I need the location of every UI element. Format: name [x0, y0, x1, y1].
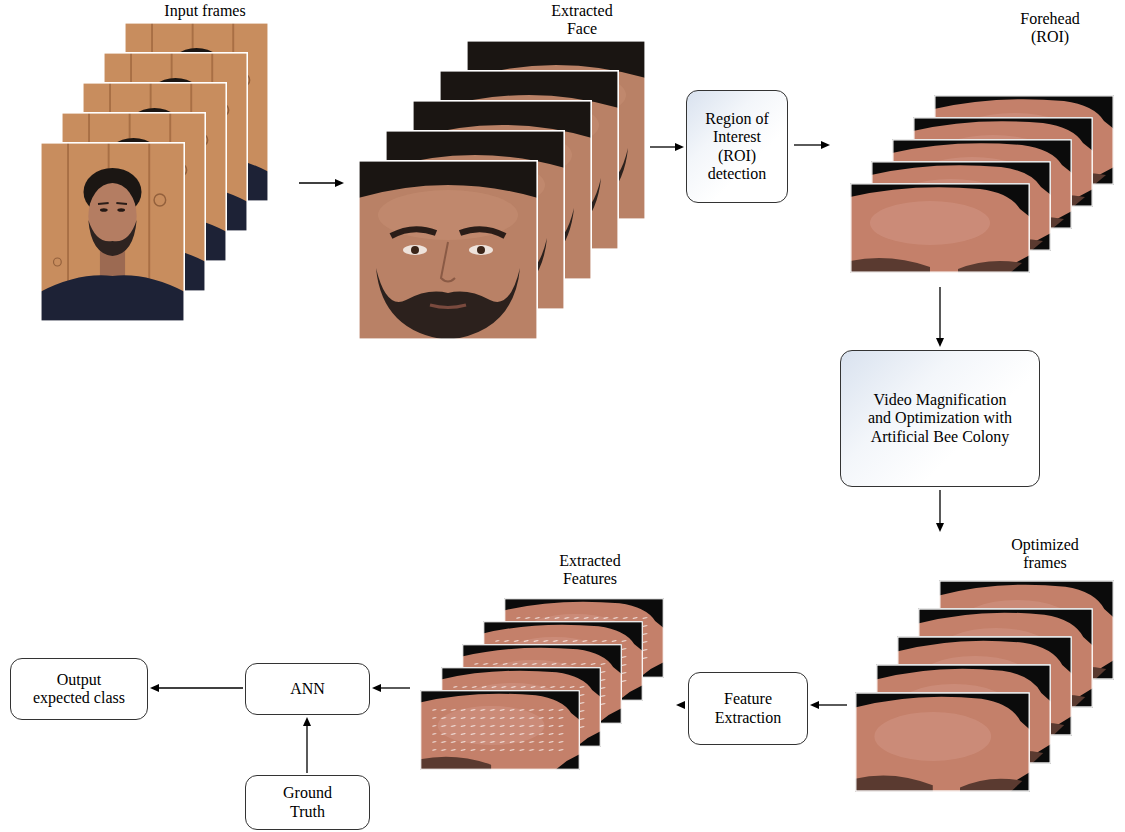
stack-heading: Forehead (ROI)	[1015, 10, 1085, 47]
process-box: Ground Truth	[245, 775, 370, 830]
heading-holder: Input frames	[145, 2, 265, 20]
arrow-head	[936, 338, 944, 347]
box-label: Region of Interest (ROI) detection	[699, 110, 775, 184]
process-box: ANN	[245, 663, 370, 715]
arrow-connector	[936, 287, 944, 347]
arrow-line	[939, 490, 940, 524]
stack-heading: Optimized frames	[1008, 536, 1083, 573]
process-box: Video Magnification and Optimization wit…	[840, 350, 1040, 487]
arrow-line	[158, 687, 243, 688]
process-box: Output expected class	[10, 658, 148, 720]
image-stack: Optimized frames	[855, 580, 1114, 792]
image-stack: Input frames	[40, 22, 269, 322]
process-box: Region of Interest (ROI) detection	[686, 90, 788, 203]
heading-holder: Forehead (ROI)	[1015, 10, 1085, 47]
arrow-line	[380, 687, 410, 688]
arrow-connector	[299, 179, 344, 187]
arrow-line	[650, 146, 676, 147]
image-stack: Extracted Features	[420, 598, 664, 770]
arrow-connector	[372, 684, 410, 692]
face-frame-stack	[358, 40, 646, 340]
arrow-connector	[650, 143, 684, 151]
box-label: Ground Truth	[271, 784, 344, 821]
arrow-head	[821, 141, 830, 149]
arrow-head	[810, 701, 819, 709]
box-label: Feature Extraction	[703, 690, 793, 727]
arrow-line	[306, 725, 307, 773]
process-box: Feature Extraction	[688, 672, 808, 745]
arrow-line	[299, 182, 336, 183]
arrow-line	[818, 704, 847, 705]
forehead-frame-stack	[850, 95, 1114, 273]
box-label: ANN	[290, 680, 325, 698]
image-stack: Forehead (ROI)	[850, 95, 1114, 273]
arrow-connector	[936, 490, 944, 532]
arrow-head	[936, 523, 944, 532]
heading-holder: Optimized frames	[1008, 536, 1083, 573]
arrow-connector	[794, 141, 830, 149]
arrow-head	[676, 701, 685, 709]
input-frame-stack	[40, 22, 269, 322]
arrow-head	[335, 179, 344, 187]
arrow-head	[303, 717, 311, 726]
box-label: Output expected class	[30, 671, 128, 708]
stack-heading: Input frames	[145, 2, 265, 20]
stack-heading: Extracted Face	[547, 2, 617, 39]
arrow-head	[675, 143, 684, 151]
heading-holder: Extracted Features	[553, 552, 628, 589]
arrow-head	[150, 684, 159, 692]
stack-heading: Extracted Features	[553, 552, 628, 589]
image-stack: Extracted Face	[358, 40, 646, 340]
box-label: Video Magnification and Optimization wit…	[861, 391, 1019, 446]
arrow-connector	[810, 701, 847, 709]
arrow-line	[939, 287, 940, 339]
arrow-line	[794, 144, 822, 145]
arrow-connector	[150, 684, 243, 692]
feature-frame-stack	[420, 598, 664, 770]
arrow-head	[372, 684, 381, 692]
optimized-frame-stack	[855, 580, 1114, 792]
arrow-connector	[676, 701, 685, 709]
heading-holder: Extracted Face	[547, 2, 617, 39]
arrow-connector	[303, 717, 311, 773]
